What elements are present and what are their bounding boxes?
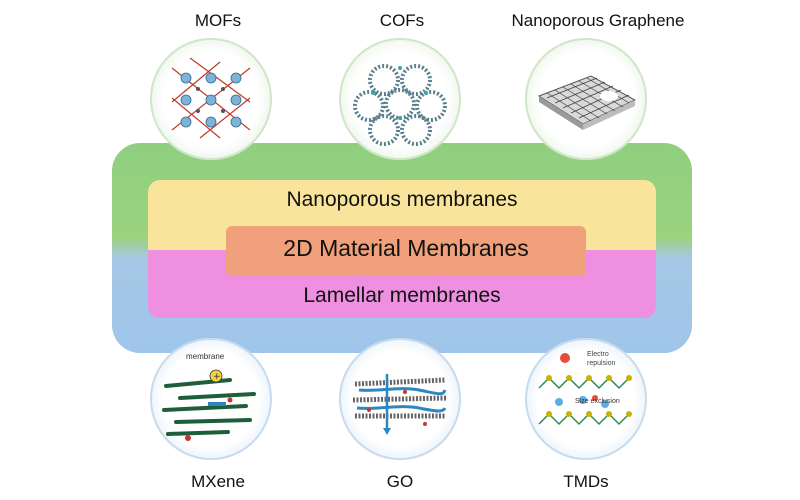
tmds-exclusion-label: Size exclusion [575,398,620,405]
mofs-structure-icon [171,57,251,139]
label-mofs: MOFs [194,11,242,30]
tmds-lattice-icon [538,353,632,426]
go-layers-icon [352,374,448,435]
lamellar-membranes-text: Lamellar membranes [303,284,501,307]
nanoporous-membranes-text: Nanoporous membranes [286,188,518,211]
graphene-sheet-icon [537,75,637,130]
tmds-circle: Electro repulsion Size exclusion [525,338,647,460]
cofs-circle [339,38,461,160]
mxene-circle: + membrane [150,338,272,460]
label-tmds: TMDs [563,472,609,491]
tmds-repulsion-label: Electro repulsion [587,351,616,367]
label-cofs: COFs [379,11,425,30]
label-go: GO [386,472,414,491]
label-nanoporous-graphene: Nanoporous Graphene [511,11,685,30]
cofs-structure-icon [353,64,447,146]
label-mxene: MXene [191,472,245,491]
svg-text:+: + [213,372,221,382]
mofs-circle [150,38,272,160]
mxene-layers-icon: + [162,369,256,441]
go-circle [339,338,461,460]
nanoporous-graphene-circle [525,38,647,160]
core-title: 2D Material Membranes [283,235,529,261]
core-box [226,226,586,276]
mxene-membrane-label: membrane [186,352,225,361]
